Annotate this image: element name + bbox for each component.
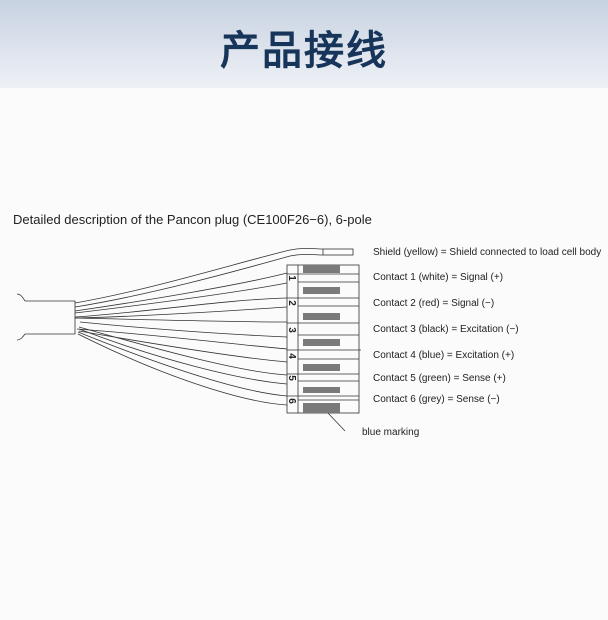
pin-number: 5 xyxy=(286,375,297,381)
contact-label: Contact 4 (blue) = Excitation (+) xyxy=(373,350,515,361)
pin-number: 1 xyxy=(286,275,297,281)
wire-3 xyxy=(79,321,288,338)
page-title: 产品接线 xyxy=(220,28,388,74)
contact-label: Contact 6 (grey) = Sense (−) xyxy=(373,394,500,405)
diagram-caption: Detailed description of the Pancon plug … xyxy=(13,212,372,227)
shield-stub xyxy=(322,248,354,256)
shield-wire xyxy=(74,253,324,308)
blue-marking-pad xyxy=(303,403,340,413)
wire-6 xyxy=(77,333,288,406)
contact-pad xyxy=(303,339,340,346)
wire-4 xyxy=(78,330,288,363)
marking-leader xyxy=(326,411,346,432)
wire-1 xyxy=(74,282,288,314)
contact-pad xyxy=(303,364,340,371)
connector-rows xyxy=(287,273,361,401)
contact-pad xyxy=(303,265,340,273)
contact-label: Contact 1 (white) = Signal (+) xyxy=(373,272,504,283)
wire-5 xyxy=(78,328,288,385)
pin-number: 6 xyxy=(286,398,297,404)
contact-pad xyxy=(303,387,340,393)
contact-pad xyxy=(303,313,340,320)
contact-label: Contact 5 (green) = Sense (+) xyxy=(373,373,506,384)
contact-label: Contact 3 (black) = Excitation (−) xyxy=(373,324,519,335)
wire-3 xyxy=(74,317,288,323)
header-banner: 产品接线 xyxy=(0,0,608,88)
wire-6 xyxy=(77,331,288,397)
contact-label: Contact 2 (red) = Signal (−) xyxy=(373,298,495,309)
shield-wire xyxy=(74,247,324,304)
contact-pads xyxy=(303,265,340,413)
wire-2 xyxy=(74,306,288,319)
cable-jacket xyxy=(25,300,76,335)
pin-number: 2 xyxy=(286,300,297,306)
pin-number: 4 xyxy=(286,353,297,359)
blue-marking-label: blue marking xyxy=(362,427,420,438)
pin-number: 3 xyxy=(286,327,297,333)
contact-pad xyxy=(303,287,340,294)
wire-2 xyxy=(74,297,288,318)
wire-4 xyxy=(76,328,288,350)
shield-label: Shield (yellow) = Shield connected to lo… xyxy=(373,247,602,258)
wire-1 xyxy=(74,272,288,312)
wire-5 xyxy=(78,326,288,376)
cable-end-upper xyxy=(16,293,26,302)
cable-end-lower xyxy=(16,333,26,341)
